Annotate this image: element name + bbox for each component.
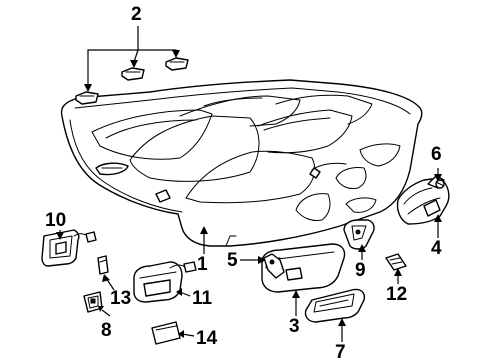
callout-5: 5 (227, 250, 238, 271)
callout-14: 14 (196, 328, 218, 349)
sunvisor-right (396, 175, 450, 225)
callout-6: 6 (431, 144, 442, 165)
visor-hinge (263, 253, 285, 279)
callout-12: 12 (386, 284, 407, 305)
visor-clip (435, 179, 445, 189)
callout-11: 11 (192, 288, 213, 309)
headliner-panel (60, 79, 423, 247)
callout-9: 9 (355, 260, 366, 281)
console-lamp-bracket (41, 229, 97, 267)
callout-labels: 2 1 6 4 5 3 9 7 12 10 13 11 8 14 (45, 4, 442, 360)
sunvisor-left (261, 243, 346, 293)
callout-3: 3 (289, 316, 300, 337)
callout-4: 4 (431, 238, 442, 259)
lens (97, 255, 109, 275)
callout-2: 2 (131, 4, 142, 25)
callout-10: 10 (45, 210, 66, 231)
callout-7: 7 (335, 342, 346, 360)
overhead-console (133, 261, 197, 303)
vanity-mirror-cover (304, 288, 366, 323)
callout-8: 8 (101, 320, 112, 341)
callout-1: 1 (197, 254, 208, 275)
leader-lines (56, 26, 442, 342)
callout-13: 13 (110, 288, 131, 309)
clip-plate (385, 253, 407, 271)
console-door (151, 321, 181, 345)
visor-retainer (343, 219, 375, 250)
